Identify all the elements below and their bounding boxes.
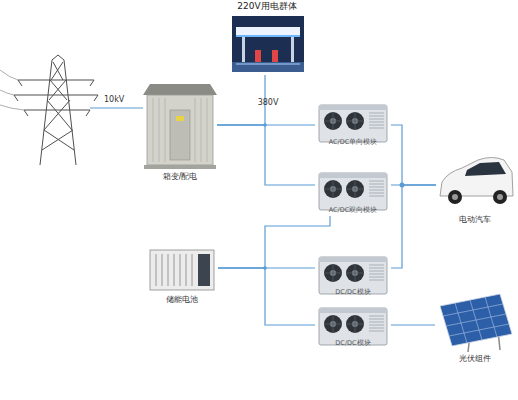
electric-car-illustration (440, 158, 513, 205)
substation-illustration (144, 165, 216, 169)
solar-panel-illustration (443, 297, 509, 343)
gas-station-illustration (232, 16, 304, 72)
gas-station-illustration (255, 50, 261, 62)
illustrated-node: AC/DC双向模块 (315, 168, 391, 216)
illustrated-node: DC/DC模块 (315, 303, 391, 349)
battery-cabinet-illustration (150, 250, 214, 290)
illustrated-node: 光伏组件 (435, 288, 515, 366)
node-label: 储能电池 (166, 296, 198, 305)
gas-station-illustration (236, 35, 300, 37)
node-label: 220V用电群体 (237, 2, 296, 12)
electric-car-illustration (465, 162, 506, 176)
substation-illustration (143, 84, 217, 95)
feeder-line (90, 107, 143, 108)
node-label: 箱变/配电 (163, 173, 198, 182)
power-line (391, 125, 436, 185)
substation-illustration (147, 95, 213, 165)
electric-car-illustration (448, 190, 462, 204)
illustrated-node: DC/DC模块 (315, 252, 391, 298)
node-label: DC/DC模块 (335, 289, 370, 296)
power-module-illustration (319, 173, 387, 210)
power-line (218, 216, 330, 268)
gas-station-illustration (232, 62, 304, 72)
illustrated-node: 220V用电群体 (226, 1, 308, 75)
power-line (391, 324, 435, 325)
transmission-tower (14, 80, 98, 116)
transmission-tower (0, 70, 24, 110)
illustrated-node: 箱变/配电 (143, 82, 217, 184)
electric-car-illustration (493, 190, 507, 204)
node-label: DC/DC模块 (335, 340, 370, 347)
power-line (217, 125, 315, 185)
gas-station-illustration (232, 16, 304, 72)
node-label: AC/DC单向模块 (329, 139, 378, 146)
substation-illustration (170, 110, 190, 160)
transmission-tower (0, 55, 98, 165)
electric-car-illustration (440, 158, 513, 197)
substation-illustration (153, 98, 207, 162)
power-module-illustration (319, 257, 387, 294)
power-module-illustration (319, 308, 387, 345)
illustrated-node: AC/DC单向模块 (315, 100, 391, 148)
node-label: 光伏组件 (459, 355, 491, 364)
gas-station-illustration (236, 64, 300, 65)
voltage-label: 10kV (104, 96, 124, 104)
voltage-label: 380V (258, 99, 279, 107)
illustrated-node: 储能电池 (146, 245, 218, 307)
battery-cabinet-illustration (198, 254, 210, 286)
substation-illustration (176, 116, 184, 121)
electric-car-illustration (452, 194, 458, 200)
substation-illustration (143, 84, 217, 169)
gas-station-illustration (291, 37, 294, 62)
battery-cabinet-illustration (156, 254, 192, 286)
electric-car-illustration (497, 194, 503, 200)
gas-station-illustration (236, 27, 300, 35)
power-line (391, 185, 436, 268)
power-line (218, 268, 315, 325)
node-label: AC/DC双向模块 (329, 207, 378, 214)
power-module-illustration (319, 105, 387, 142)
transmission-tower (42, 62, 74, 150)
solar-panel-illustration (440, 294, 512, 346)
transmission-tower (14, 80, 98, 110)
illustrated-node: 电动汽车 (436, 155, 514, 227)
node-label: 电动汽车 (459, 216, 491, 225)
junction-dot (263, 123, 404, 270)
solar-panel-illustration (440, 294, 512, 352)
gas-station-illustration (242, 37, 245, 62)
gas-station-illustration (272, 50, 278, 62)
battery-cabinet-illustration (150, 250, 214, 290)
